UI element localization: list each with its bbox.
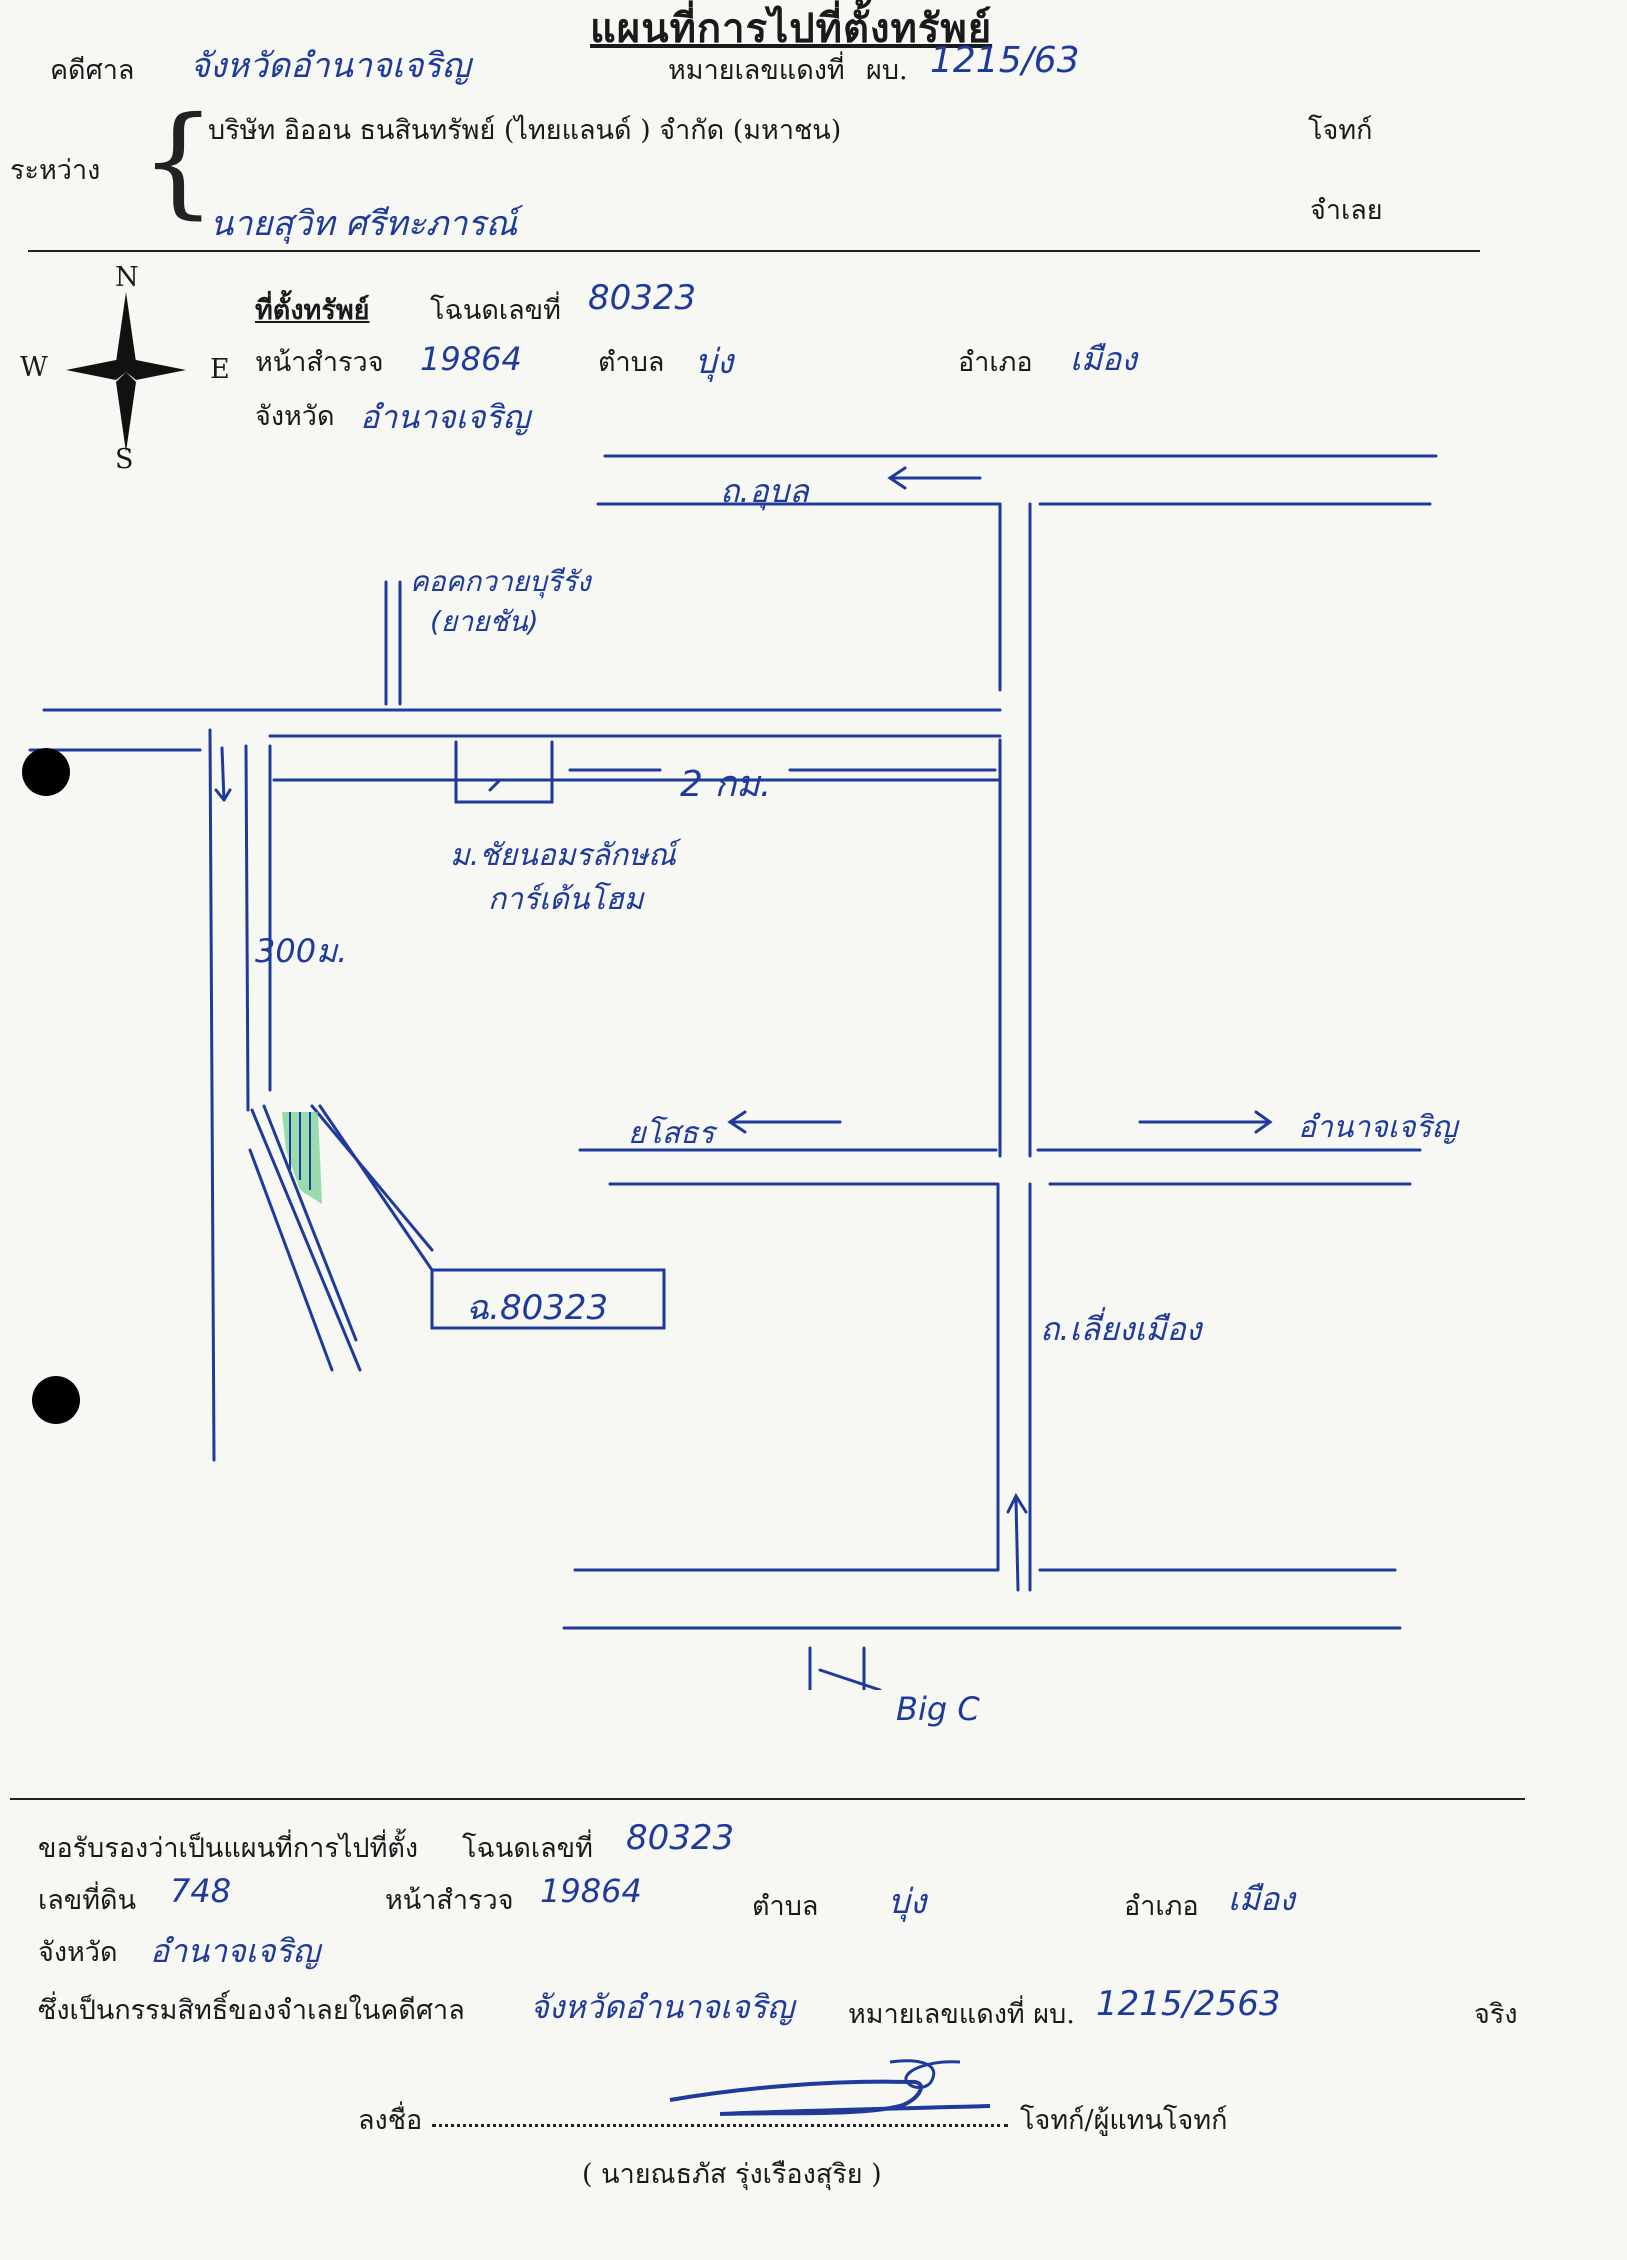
left-vertical-1	[208, 728, 216, 1462]
deed-box-label: ฉ.80323	[466, 1288, 609, 1328]
true-word: จริง	[1474, 1999, 1518, 2030]
left-vertical-2	[244, 744, 250, 1112]
certify-subdistrict-label: ตำบล	[752, 1891, 819, 1922]
certify-deed-label: โฉนดเลขที่	[462, 1833, 593, 1864]
page-title: แผนที่การไปที่ตั้งทรัพย์	[590, 5, 993, 52]
diagonal-1	[250, 1108, 362, 1372]
deed-value: 80323	[588, 278, 697, 318]
road-east-label: อำนาจเจริญ	[1298, 1110, 1458, 1145]
ownership-label: ซึ่งเป็นกรรมสิทธิ์ของจำเลยในคดีศาล	[38, 1995, 465, 2026]
between-brace: {	[140, 92, 217, 231]
between-label: ระหว่าง	[10, 155, 101, 186]
compass-s: S	[115, 444, 134, 475]
district-value: เมือง	[1070, 340, 1137, 378]
deed-box-outline	[430, 1268, 666, 1330]
district-label: อำเภอ	[958, 347, 1033, 378]
signature-dotted-line	[432, 2124, 1008, 2127]
subdistrict-label: ตำบล	[598, 347, 665, 378]
punch-hole-2	[32, 1376, 80, 1424]
compass-w: W	[20, 352, 48, 383]
sign-label: ลงชื่อ	[358, 2105, 423, 2136]
bypass-label: ถ.เลี่ยงเมือง	[1040, 1310, 1202, 1348]
location-section-label: ที่ตั้งทรัพย์	[255, 295, 370, 326]
certify-line1-label: ขอรับรองว่าเป็นแผนที่การไปที่ตั้ง	[38, 1833, 419, 1864]
compass-n: N	[115, 262, 139, 293]
survey-label: หน้าสำรวจ	[255, 347, 384, 378]
defendant-role: จำเลย	[1310, 195, 1383, 226]
certify-survey-label: หน้าสำรวจ	[385, 1885, 514, 1916]
certify-province-label: จังหวัด	[38, 1937, 118, 1968]
land-no-value: 748	[170, 1872, 232, 1910]
compass-e: E	[210, 354, 230, 385]
plaintiff-role: โจทก์	[1308, 115, 1373, 146]
signature	[669, 2059, 991, 2116]
court-value: จังหวัดอำนาจเจริญ	[190, 46, 471, 86]
plaintiff-name: บริษัท อิออน ธนสินทรัพย์ (ไทยแลนด์ ) จำก…	[208, 115, 842, 146]
red-case-prefix: ผบ.	[866, 55, 908, 86]
certify-subdistrict-value: บุ่ง	[888, 1882, 927, 1922]
signer-name: ( นายณธภัส รุ่งเรืองสุริย )	[582, 2159, 882, 2190]
route-map	[22, 454, 1438, 1690]
court-label: คดีศาล	[50, 55, 135, 86]
province-value: อำนาจเจริญ	[360, 398, 530, 436]
ownership-red-case-value: 1215/2563	[1096, 1984, 1281, 2024]
subdistrict-value: บุ่ง	[695, 342, 734, 382]
defendant-name: นายสุวิท ศรีทะภารณ์	[210, 204, 518, 244]
red-case-label: หมายเลขแดงที่	[668, 55, 845, 86]
sign-role: โจทก์/ผู้แทนโจทก์	[1020, 2105, 1228, 2136]
certify-province-value: อำนาจเจริญ	[150, 1932, 320, 1970]
village-label: ม.ชัยนอมรลักษณ์	[450, 838, 676, 873]
punch-hole-1	[22, 748, 70, 796]
plot-highlight	[282, 1112, 322, 1204]
certify-district-label: อำเภอ	[1124, 1891, 1199, 1922]
red-case-value: 1215/63	[930, 40, 1080, 81]
survey-value: 19864	[420, 340, 522, 378]
deed-label: โฉนดเลขที่	[430, 295, 561, 326]
land-no-label: เลขที่ดิน	[38, 1885, 137, 1916]
distance-300m-label: 300ม.	[255, 932, 348, 970]
province-label: จังหวัด	[255, 401, 335, 432]
landmark-school-label-2: (ยายชัน)	[430, 605, 539, 638]
ownership-court: จังหวัดอำนาจเจริญ	[530, 1988, 795, 2026]
header-divider	[28, 250, 1480, 252]
certify-survey-value: 19864	[540, 1872, 642, 1910]
certify-divider	[10, 1798, 1525, 1800]
road-top-label: ถ.อุบล	[720, 472, 809, 510]
certify-district-value: เมือง	[1228, 1880, 1295, 1918]
landmark-school-label: คอคกวายบุรีรัง	[410, 565, 591, 598]
bigc-box	[808, 1646, 866, 1690]
compass-icon	[66, 292, 186, 452]
road-west-label: ยโสธร	[628, 1116, 715, 1151]
distance-2km-label: 2 กม.	[680, 764, 772, 805]
certify-deed-value: 80323	[626, 1818, 735, 1858]
village-box	[454, 740, 554, 804]
ownership-red-case-label: หมายเลขแดงที่ ผบ.	[848, 1999, 1075, 2030]
village-label-2: การ์เด้นโฮม	[488, 882, 644, 917]
bigc-label: Big C	[896, 1690, 980, 1728]
